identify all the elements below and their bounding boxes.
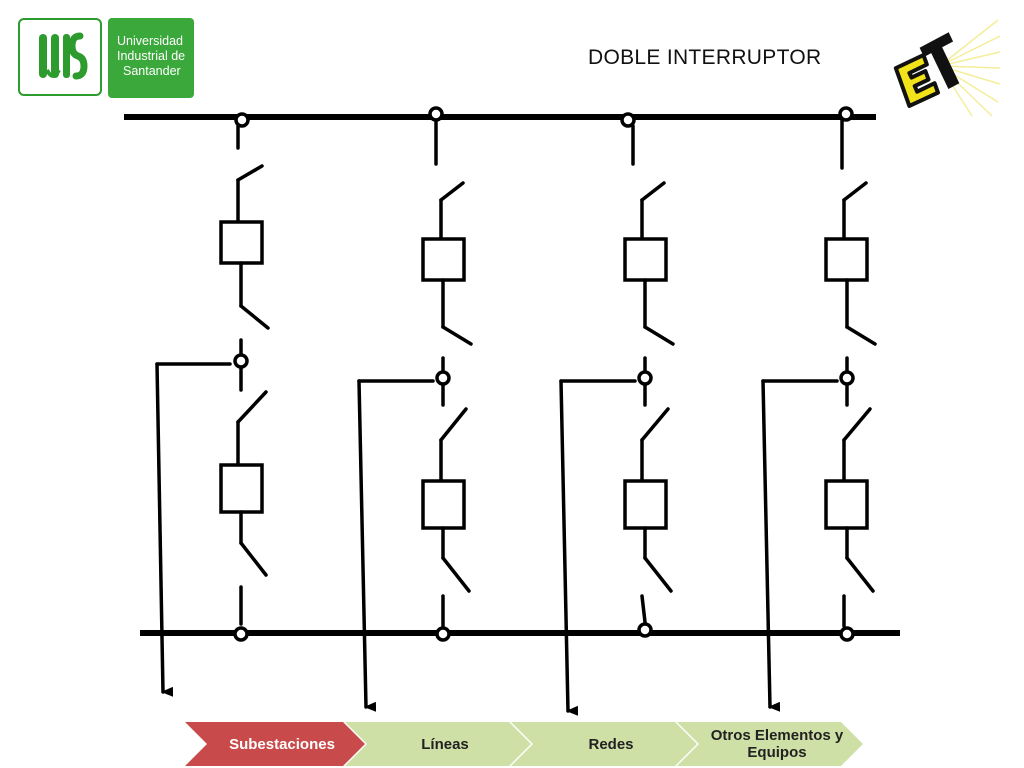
- bay-4: [761, 106, 877, 712]
- logo-line-3: Santander: [123, 64, 181, 78]
- uis-emblem-icon: [39, 32, 88, 80]
- nav-step-lineas[interactable]: Líneas: [345, 722, 531, 766]
- uis-logo-emblem: [18, 18, 102, 96]
- nav-step-label: Líneas: [421, 735, 469, 753]
- logo-line-2: Industrial de: [117, 49, 186, 63]
- nav-step-redes[interactable]: Redes: [511, 722, 697, 766]
- logo-line-1: Universidad: [117, 34, 184, 48]
- nav-step-label: Redes: [588, 735, 634, 753]
- nav-step-label: Otros Elementos y Equipos: [710, 727, 844, 761]
- et-logo-icon: [893, 19, 1000, 117]
- nav-step-otros-elementos[interactable]: Otros Elementos y Equipos: [677, 722, 863, 766]
- bay-2: [357, 106, 473, 712]
- section-nav: Subestaciones Líneas Redes Otros Element…: [185, 722, 865, 766]
- bay-3: [559, 112, 675, 716]
- bay-1: [155, 112, 270, 697]
- uis-logo-text: Universidad Industrial de Santander: [108, 18, 194, 98]
- nav-step-subestaciones[interactable]: Subestaciones: [185, 722, 365, 766]
- page-title: DOBLE INTERRUPTOR: [588, 46, 822, 69]
- nav-step-label: Subestaciones: [229, 735, 335, 753]
- double-breaker-diagram: [124, 106, 900, 716]
